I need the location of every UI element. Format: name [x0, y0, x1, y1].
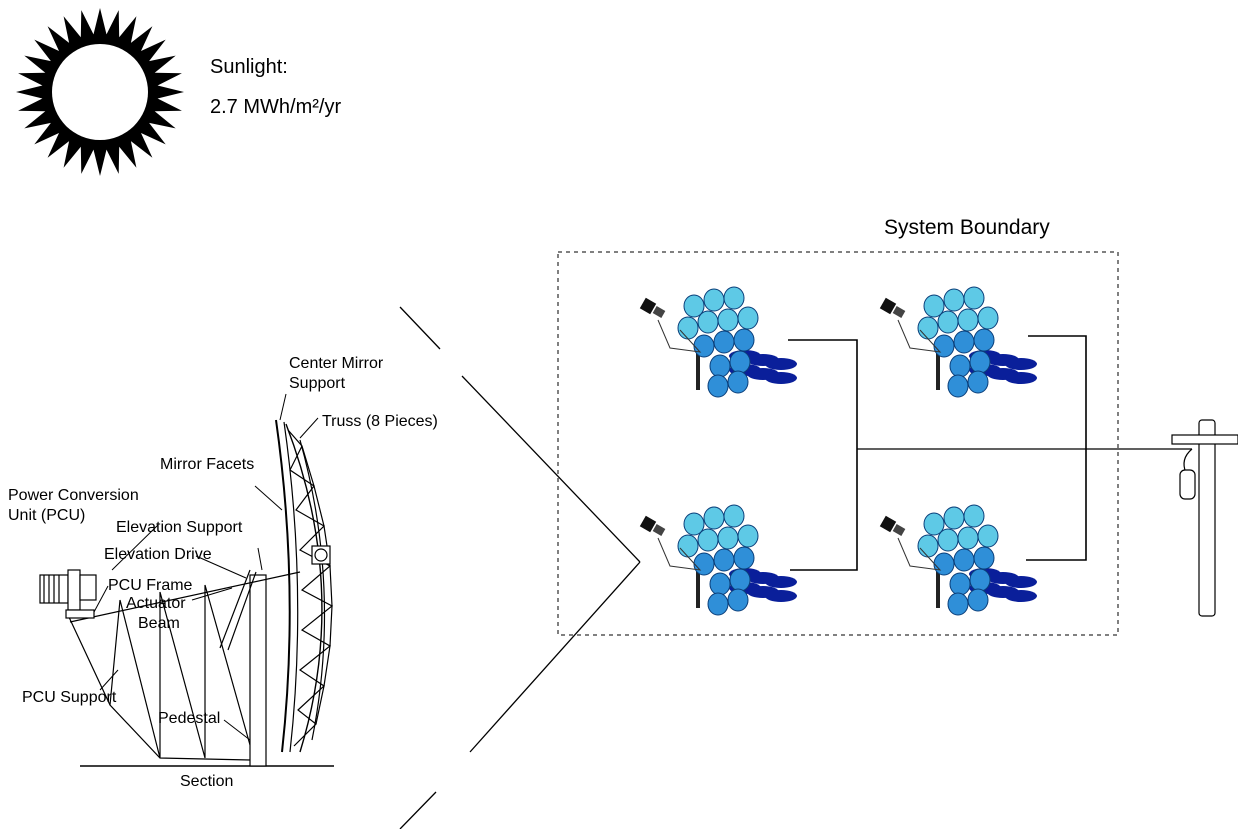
dish-section-drawing: [39, 393, 334, 767]
dish-icons: [639, 286, 1037, 616]
label-pcu: Power Conversion Unit (PCU): [8, 486, 139, 526]
label-truss: Truss (8 Pieces): [322, 413, 438, 430]
wiring: [788, 335, 1192, 571]
label-mirror-facets: Mirror Facets: [160, 456, 255, 473]
solar-dish-icon: [639, 286, 797, 398]
system-boundary-box: [557, 251, 1119, 636]
utility-pole-icon: [1171, 419, 1238, 617]
label-line: Support: [289, 375, 346, 392]
label-actuator: Actuator: [126, 595, 186, 612]
solar-dish-icon: [879, 286, 1037, 398]
sun-icon: [16, 8, 184, 176]
label-pcu-frame: PCU Frame: [108, 577, 193, 594]
label-line: Power Conversion: [8, 487, 139, 504]
zoom-lines: [399, 306, 641, 829]
label-center-mirror-support: Center Mirror Support: [289, 354, 383, 394]
sunlight-title: Sunlight:: [210, 56, 288, 78]
label-pedestal: Pedestal: [158, 710, 221, 727]
system-boundary-title: System Boundary: [884, 216, 1050, 239]
label-elevation-support: Elevation Support: [116, 519, 243, 536]
label-elevation-drive: Elevation Drive: [104, 546, 212, 563]
label-pcu-support: PCU Support: [22, 689, 117, 706]
label-line: Center Mirror: [289, 355, 384, 372]
label-section: Section: [180, 773, 234, 790]
sunlight-value: 2.7 MWh/m²/yr: [210, 96, 342, 118]
solar-dish-icon: [879, 504, 1037, 616]
label-line: Unit (PCU): [8, 507, 86, 524]
label-beam: Beam: [138, 615, 180, 632]
solar-dish-icon: [639, 504, 797, 616]
